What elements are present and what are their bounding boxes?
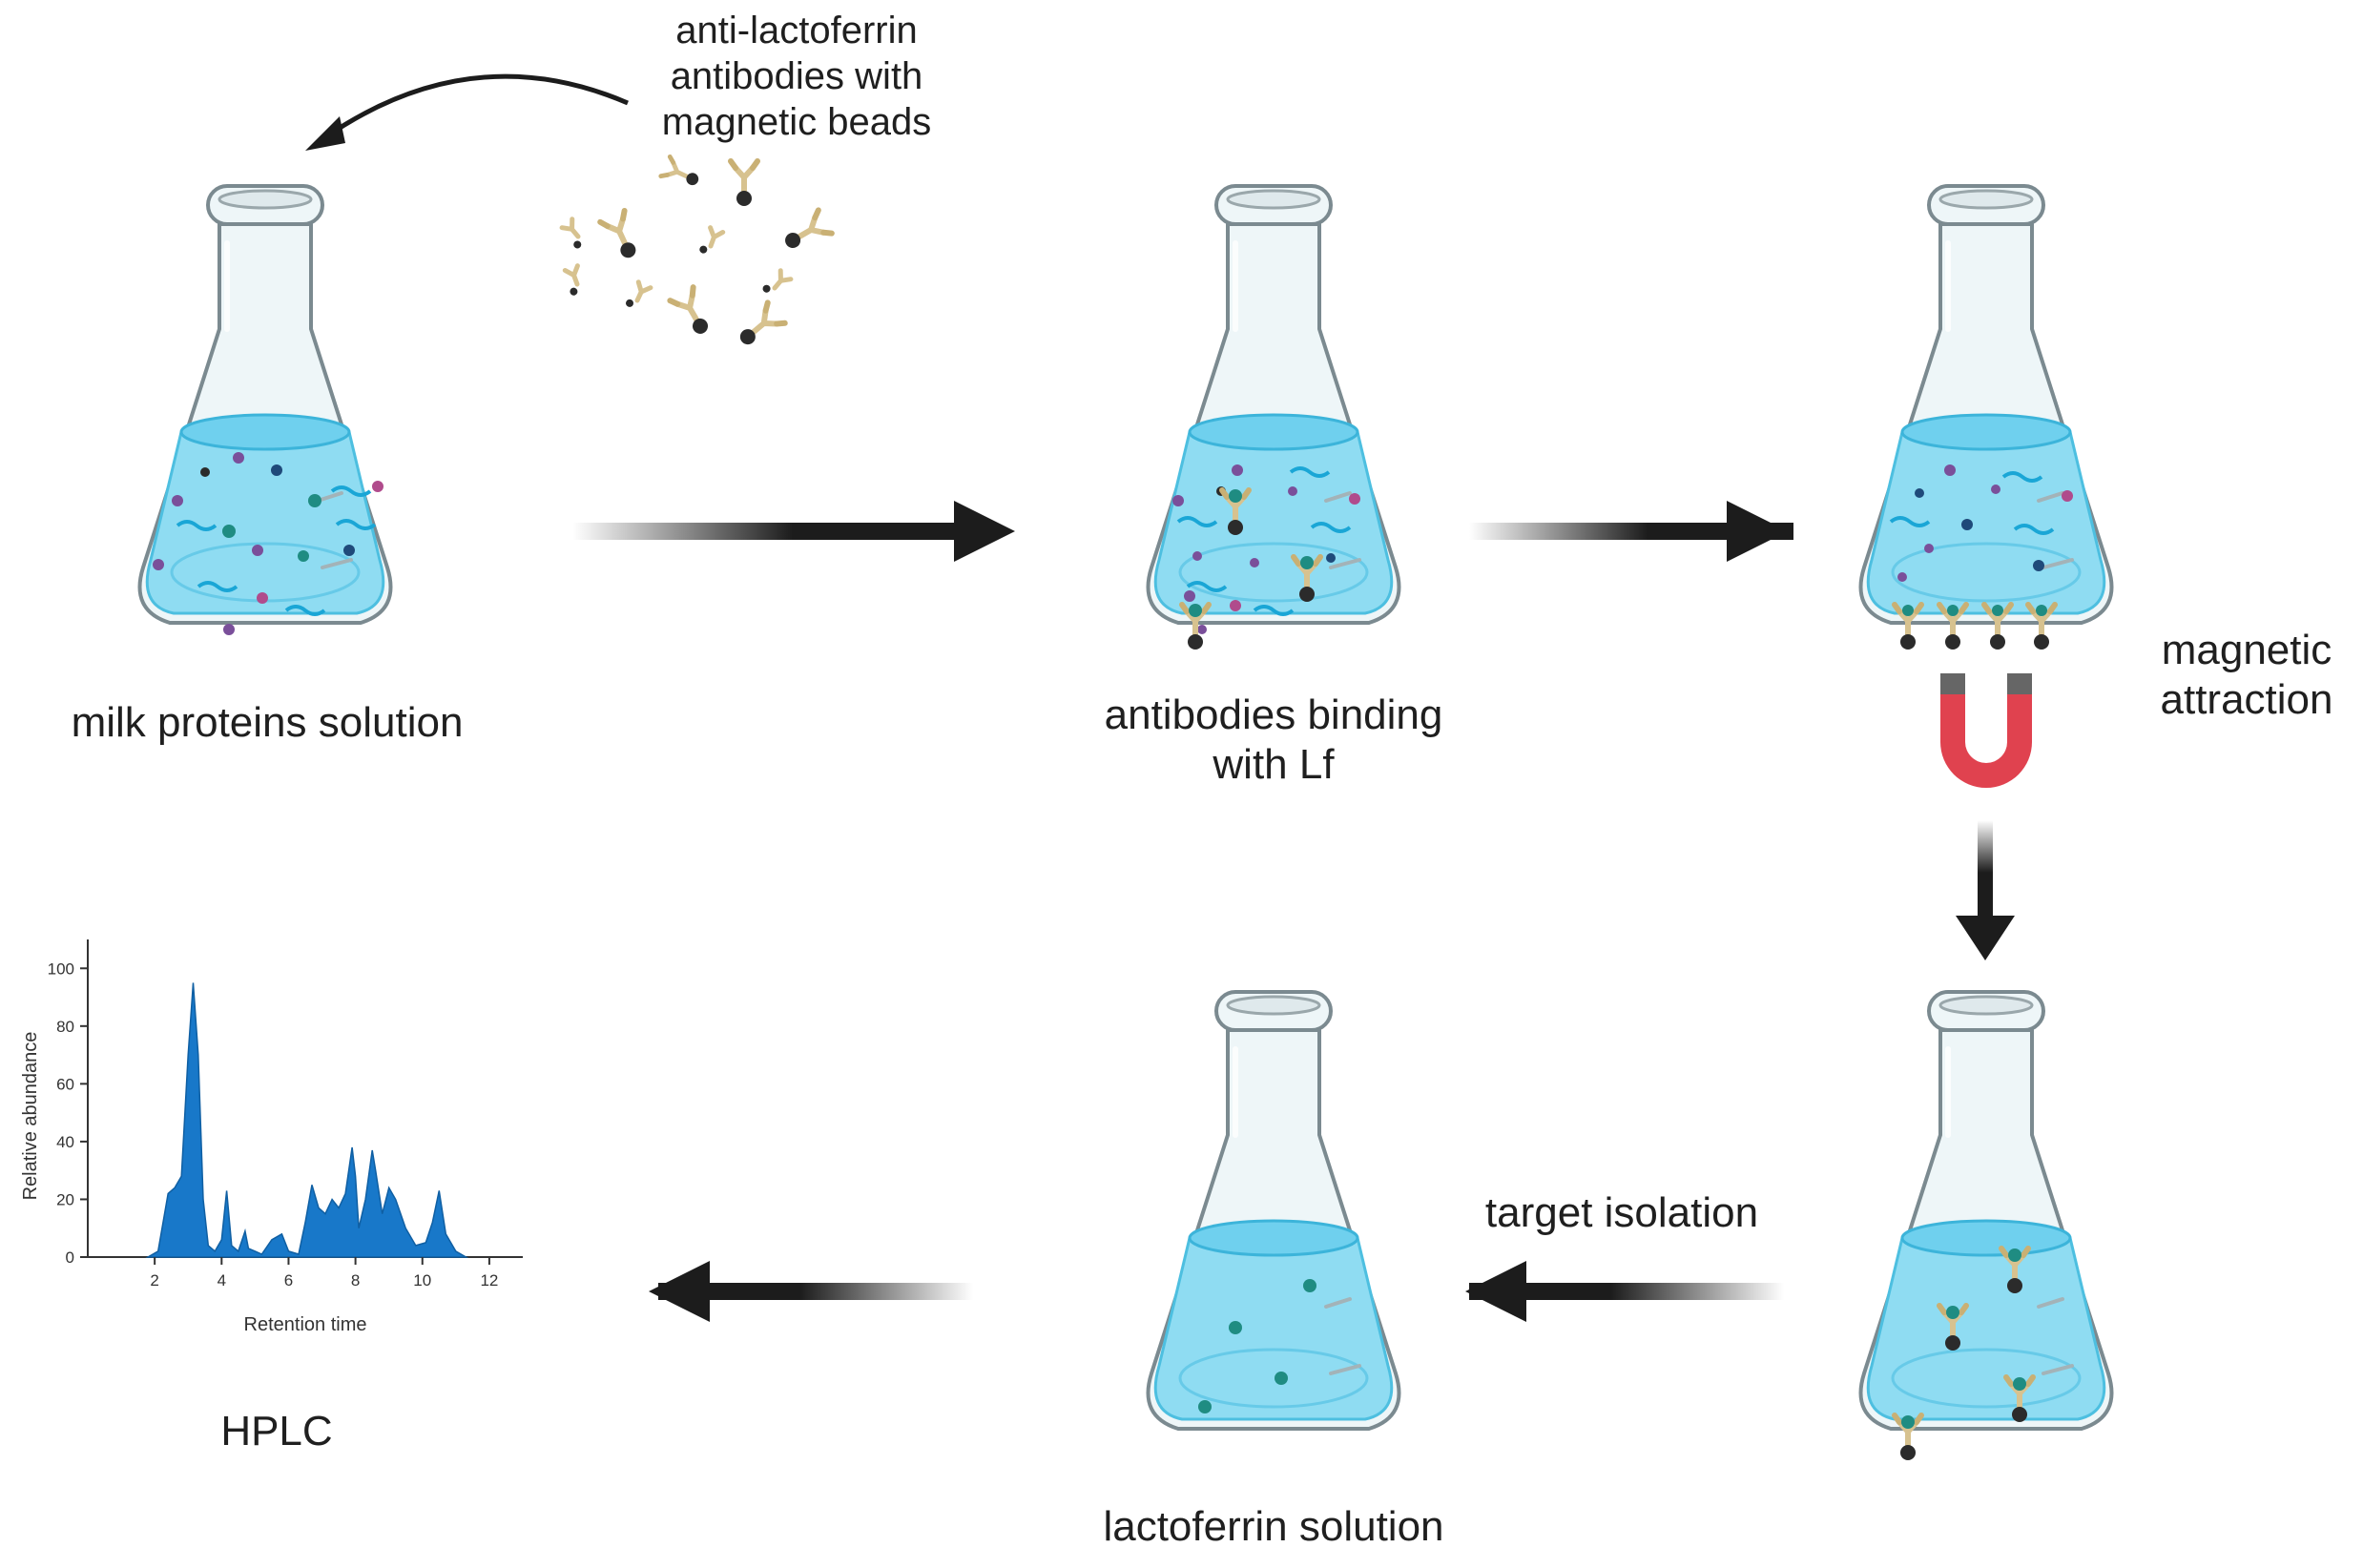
x-tick-label: 12 <box>480 1271 498 1289</box>
lactoferrin-particles <box>1198 1279 1316 1413</box>
magnet-collected-particles <box>1889 464 2073 650</box>
chart-ticks: 2 4 6 8 10 12 0 20 40 60 80 100 <box>48 959 499 1289</box>
magnetic-attraction-label: magnetic attraction <box>2132 626 2361 725</box>
chart-series <box>145 982 469 1258</box>
magnetic-line-1: magnetic <box>2161 627 2332 673</box>
x-tick-label: 4 <box>218 1271 226 1289</box>
y-tick-label: 40 <box>56 1133 74 1151</box>
antibodies-note-line-3: magnetic beads <box>661 101 932 143</box>
flask-lactoferrin-solution <box>1149 990 1399 1429</box>
flask-isolated-complexes <box>1861 990 2112 1460</box>
chromatogram-area <box>145 982 469 1258</box>
bound-particles <box>1172 464 1360 650</box>
y-tick-label: 0 <box>66 1248 74 1267</box>
x-tick-label: 10 <box>413 1271 431 1289</box>
complex-particles <box>1895 1248 2033 1460</box>
y-tick-label: 100 <box>48 959 74 978</box>
milk-proteins-label: milk proteins solution <box>71 699 464 746</box>
antibodies-note-line-2: antibodies with <box>670 55 923 97</box>
antibodies-binding-label: antibodies binding with Lf <box>1021 691 1526 790</box>
x-tick-label: 6 <box>284 1271 293 1289</box>
target-isolation-label: target isolation <box>1484 1189 1759 1236</box>
binding-line-1: antibodies binding <box>1104 691 1443 738</box>
arrow-left-1 <box>1465 1261 1784 1322</box>
arrow-right-2 <box>1469 501 1793 562</box>
y-tick-label: 20 <box>56 1190 74 1208</box>
antibodies-note-line-1: anti-lactoferrin <box>675 10 918 52</box>
lactoferrin-solution-label: lactoferrin solution <box>1103 1503 1444 1550</box>
arrow-right-1 <box>572 501 1015 562</box>
antibody-bead-cluster <box>560 156 832 352</box>
x-tick-label: 8 <box>351 1271 360 1289</box>
hplc-label: HPLC <box>220 1408 333 1455</box>
y-tick-label: 60 <box>56 1075 74 1093</box>
binding-line-2: with Lf <box>1213 741 1335 788</box>
chart-axes <box>87 939 523 1258</box>
chart-y-label: Relative abundance <box>20 1032 41 1201</box>
y-tick-label: 80 <box>56 1018 74 1036</box>
antibodies-note-label: anti-lactoferrin antibodies with magneti… <box>611 8 983 145</box>
protein-particles <box>153 452 383 635</box>
chart-x-label: Retention time <box>244 1314 367 1335</box>
flask-antibodies-binding <box>1149 184 1399 650</box>
arrow-down <box>1956 820 2015 960</box>
flask-milk-proteins <box>140 184 391 635</box>
hplc-chart: 2 4 6 8 10 12 0 20 40 60 80 100 Retention time Rela… <box>20 939 523 1335</box>
magnetic-line-2: attraction <box>2160 676 2333 723</box>
curved-arrow-head <box>305 116 345 151</box>
curved-arrow-icon <box>332 73 629 134</box>
x-tick-label: 2 <box>150 1271 158 1289</box>
arrow-left-2 <box>649 1261 973 1322</box>
horseshoe-magnet-icon <box>1940 673 2032 788</box>
flask-magnetic-attraction <box>1861 184 2112 650</box>
